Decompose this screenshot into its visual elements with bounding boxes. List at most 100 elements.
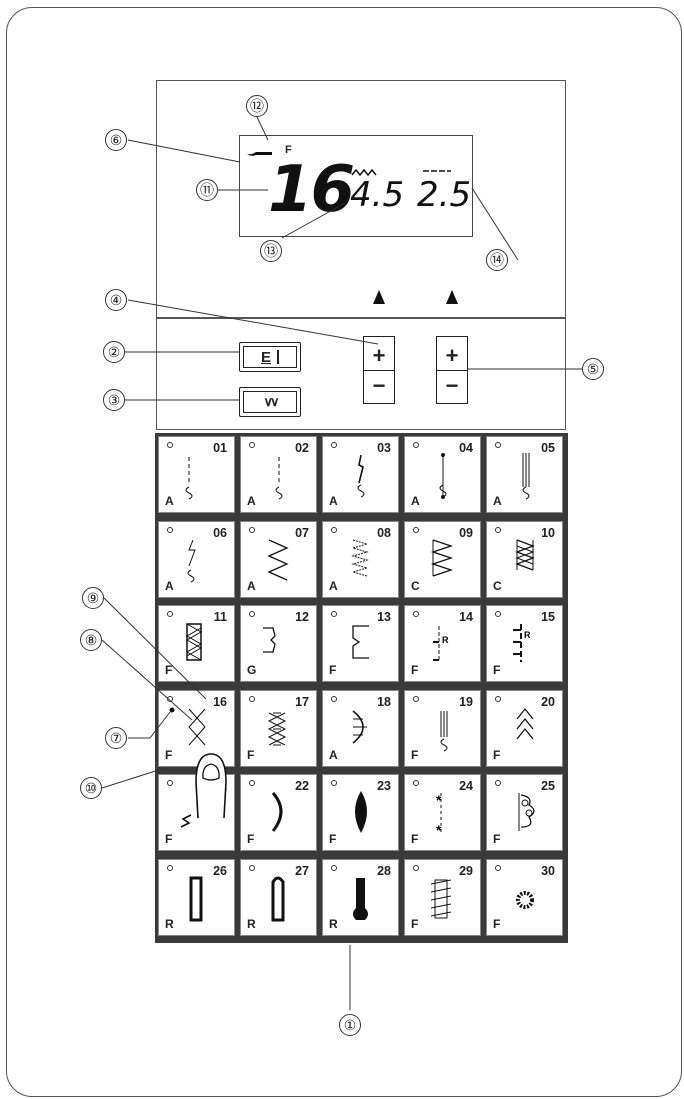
edit-button[interactable]: E [239,342,301,372]
stitch-width-adjust-button[interactable]: + − [363,336,395,404]
presser-foot-letter: G [247,663,257,677]
eyelet-icon [516,890,534,909]
stitch-number-label: 05 [541,441,555,455]
lightning-stitch-icon [357,454,365,498]
straight-stitch-center-icon [275,457,283,500]
control-panel [156,318,566,430]
presser-foot-letter: F [493,916,501,931]
stitch-number-label: 30 [541,863,555,878]
presser-foot-letter: F [493,747,501,762]
stitch-number-label: 24 [459,779,473,793]
presser-foot-letter: F [493,663,501,677]
svg-text:R: R [442,635,449,645]
star-stitch-icon: ** [436,792,442,838]
indicator-lamp [249,780,255,786]
width-up-arrow-icon [373,290,385,304]
callout-4: ④ [105,289,127,311]
feather-stitch-icon [267,712,287,745]
pattern-number-display: 16 [268,153,355,227]
presser-foot-letter: R [165,916,174,931]
length-plus-button[interactable]: + [445,343,459,368]
presser-foot-letter: R [247,916,256,931]
callout-1: ① [339,1014,361,1036]
straight-stitch-left-icon [185,457,193,500]
oval-satin-stitch-icon [355,791,367,833]
stitch-number-label: 02 [295,441,309,455]
presser-foot-letter: C [411,578,420,593]
stitch-number-label: 18 [377,694,391,709]
stitch-number-label: 09 [459,525,473,540]
width-plus-button[interactable]: + [372,343,386,368]
lcd-screen: F 16 4.5 2.5 [239,135,473,237]
stitch-length-adjust-button[interactable]: + − [436,336,468,404]
indicator-lamp [167,611,173,617]
svg-text:*: * [436,822,442,838]
svg-text:R: R [524,630,531,640]
edit-button-label: E [260,348,271,366]
presser-foot-letter: F [411,747,419,762]
double-elastic-stitch-icon: R [513,624,531,662]
smocking-stitch-icon [180,814,192,828]
locking-stitch-icon [439,453,447,499]
callout-7: ⑦ [105,727,127,749]
stitch-number-label: 13 [377,610,391,624]
width-minus-button[interactable]: − [372,373,386,398]
callout-5: ⑤ [582,358,604,380]
length-minus-button[interactable]: − [445,373,459,398]
presser-foot-letter: F [329,663,337,677]
stitch-number-label: 07 [295,525,309,540]
machine-panel-frame [6,7,682,1097]
presser-foot-letter: F [165,747,173,762]
svg-text:*: * [436,792,442,808]
callout-6: ⑥ [105,129,127,151]
triple-straight-stitch-icon [522,453,530,500]
indicator-lamp [249,526,255,533]
twin-needle-icon: ∨∨ [263,394,279,409]
indicator-lamp [413,526,419,533]
callout-12: ⑫ [246,95,268,117]
callout-13: ⑬ [260,240,282,262]
callout-10: ⑩ [80,777,102,799]
stitch-number-label: 28 [377,863,391,878]
stitch-number-label: 29 [459,863,473,878]
stitch-number-label: 11 [213,610,227,624]
indicator-lamp [167,780,173,786]
presser-foot-letter: A [329,494,338,508]
stitch-number-label: 10 [541,525,555,540]
callout-9: ⑨ [82,587,104,609]
stitch-number-label: 12 [295,610,309,624]
presser-foot-letter: A [329,578,338,593]
stitch-length-icon [423,170,451,172]
presser-foot-letter: F [411,916,419,931]
twin-needle-button[interactable]: ∨∨ [239,387,301,417]
